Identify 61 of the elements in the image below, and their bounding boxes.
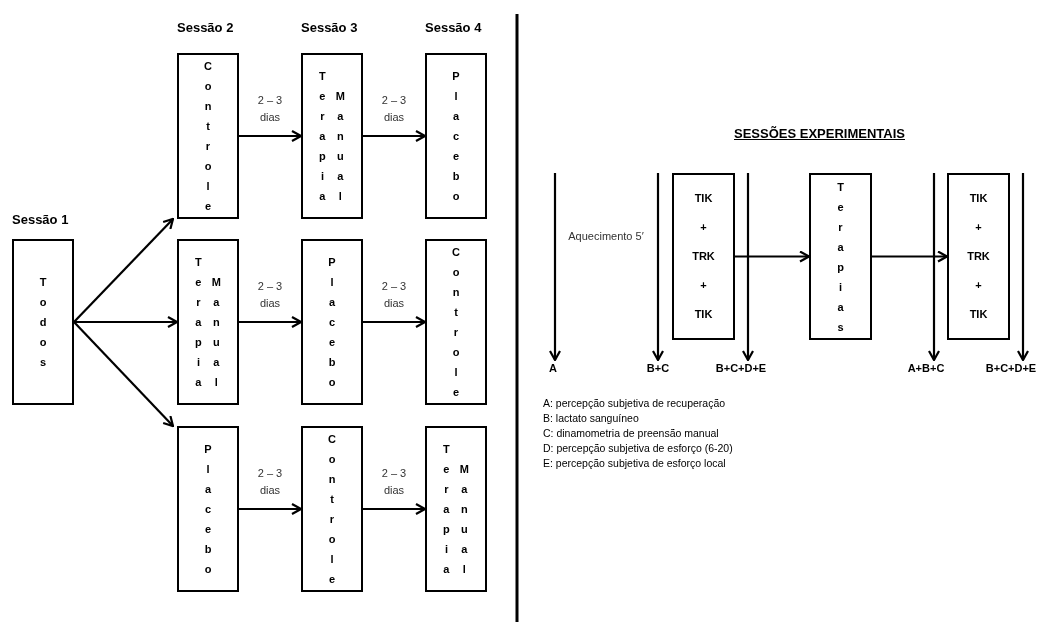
session-heading: Sessão 2 xyxy=(177,19,234,37)
session-box xyxy=(809,173,872,340)
arrow xyxy=(741,173,755,362)
arrow xyxy=(651,173,665,362)
session-box xyxy=(301,53,363,219)
key-entry: C: dinamometria de preensão manual xyxy=(543,426,719,441)
box-text: TIK + TRK + TIK xyxy=(692,191,715,322)
vertical-text: Terapias xyxy=(837,179,844,335)
arrow xyxy=(74,315,179,329)
box-text: TIK + TRK + TIK xyxy=(967,191,990,322)
session-box xyxy=(425,426,487,592)
arrow xyxy=(363,129,427,143)
vertical-text: Manual xyxy=(211,275,221,390)
session-box xyxy=(672,173,735,340)
session-heading: Sessão 1 xyxy=(12,211,69,229)
vertical-text: Controle xyxy=(452,245,460,400)
session-box xyxy=(301,239,363,405)
arrow xyxy=(363,502,427,516)
session-box xyxy=(177,53,239,219)
session-box xyxy=(12,239,74,405)
arrow xyxy=(927,173,941,362)
session-heading: Sessão 3 xyxy=(301,19,358,37)
vertical-text: Terapia xyxy=(319,69,326,204)
arrow xyxy=(548,173,562,362)
measure-label: A+B+C xyxy=(907,360,945,376)
measure-label: A xyxy=(549,360,557,376)
section-title: SESSÕES EXPERIMENTAIS xyxy=(734,125,905,143)
measure-label: B+C xyxy=(646,360,670,376)
vertical-text: Controle xyxy=(204,59,212,214)
arrow xyxy=(239,315,303,329)
vertical-text: Manual xyxy=(335,89,345,204)
vertical-text: Controle xyxy=(328,432,336,587)
vertical-text: Manual xyxy=(459,462,469,577)
session-box xyxy=(177,239,239,405)
session-box xyxy=(301,426,363,592)
session-heading: Sessão 4 xyxy=(425,19,482,37)
session-box xyxy=(425,53,487,219)
key-entry: A: percepção subjetiva de recuperação xyxy=(543,396,726,411)
warmup-note: Aquecimento 5′ xyxy=(567,229,645,244)
arrow xyxy=(73,217,175,323)
arrow xyxy=(239,502,303,516)
vertical-text: Todos xyxy=(39,275,47,370)
session-box xyxy=(425,239,487,405)
arrow xyxy=(735,250,811,263)
vertical-text: Placebo xyxy=(452,69,460,204)
session-box xyxy=(177,426,239,592)
vertical-text: Terapia xyxy=(195,255,202,390)
arrow xyxy=(363,315,427,329)
key-entry: D: percepção subjetiva de esforço (6-20) xyxy=(543,441,733,456)
measure-label: B+C+D+E xyxy=(985,360,1037,376)
vertical-text: Terapia xyxy=(443,442,450,577)
session-box xyxy=(947,173,1010,340)
key-entry: E: percepção subjetiva de esforço local xyxy=(543,456,726,471)
arrow xyxy=(1016,173,1030,362)
vertical-text: Placebo xyxy=(328,255,336,390)
arrow xyxy=(239,129,303,143)
vertical-text: Placebo xyxy=(204,442,212,577)
key-entry: B: lactato sanguíneo xyxy=(543,411,639,426)
measure-label: B+C+D+E xyxy=(715,360,767,376)
arrow xyxy=(872,250,949,263)
arrow xyxy=(73,321,175,428)
